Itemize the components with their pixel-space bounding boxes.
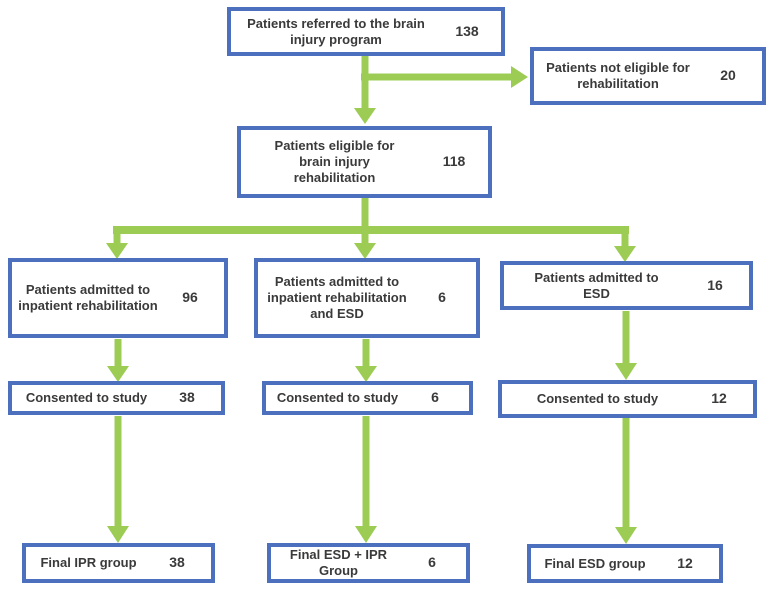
flow-node-label: Consented to study bbox=[276, 390, 399, 406]
arrow-split-to-admitted-ipr-esd bbox=[354, 229, 376, 259]
arrow-consented-esd-to-final bbox=[615, 418, 637, 544]
flow-node-count: 20 bbox=[720, 67, 736, 84]
flow-node-label: Patients referred to the brain injury pr… bbox=[247, 15, 425, 47]
arrow-consented-ipr-esd-to-final bbox=[355, 416, 377, 543]
flow-node-label: Consented to study bbox=[536, 391, 659, 407]
flow-node-label: Final ESD + IPR Group bbox=[289, 547, 388, 578]
flow-node-count: 6 bbox=[428, 554, 436, 571]
flow-node-count: 6 bbox=[431, 389, 439, 406]
flow-node-final-esd-ipr: Final ESD + IPR Group 6 bbox=[267, 543, 470, 583]
flow-node-label: Patients eligible for brain injury rehab… bbox=[274, 138, 395, 185]
flow-node-admitted-ipr: Patients admitted to inpatient rehabilit… bbox=[8, 258, 228, 338]
flow-node-admitted-ipr-esd: Patients admitted to inpatient rehabilit… bbox=[254, 258, 480, 338]
flow-node-admitted-esd: Patients admitted to ESD 16 bbox=[500, 261, 753, 310]
flow-node-label: Patients admitted to ESD bbox=[534, 269, 659, 301]
flow-node-count: 38 bbox=[169, 554, 185, 571]
flow-node-final-esd: Final ESD group 12 bbox=[527, 544, 723, 583]
flow-node-count: 96 bbox=[182, 289, 198, 306]
flow-node-consented-ipr: Consented to study 38 bbox=[8, 381, 225, 415]
arrow-split-to-admitted-esd bbox=[614, 229, 636, 262]
flow-node-label: Patients not eligible for rehabilitation bbox=[546, 60, 690, 91]
flow-node-count: 6 bbox=[438, 289, 446, 306]
flow-node-count: 138 bbox=[455, 22, 479, 39]
flow-node-count: 118 bbox=[442, 153, 466, 170]
flow-node-final-ipr: Final IPR group 38 bbox=[22, 543, 215, 583]
flow-node-consented-esd: Consented to study 12 bbox=[498, 380, 757, 418]
arrow-split-to-admitted-ipr bbox=[106, 229, 128, 259]
flow-node-count: 16 bbox=[707, 276, 723, 293]
flow-node-count: 12 bbox=[711, 390, 727, 407]
arrow-admitted-esd-to-consented bbox=[615, 311, 637, 380]
arrow-referred-to-not-eligible bbox=[361, 66, 528, 88]
arrow-admitted-ipr-to-consented bbox=[107, 339, 129, 382]
flow-node-label: Patients admitted to inpatient rehabilit… bbox=[18, 282, 158, 313]
arrow-referred-to-eligible bbox=[354, 56, 376, 124]
flow-node-consented-ipr-esd: Consented to study 6 bbox=[262, 381, 473, 415]
flow-node-eligible: Patients eligible for brain injury rehab… bbox=[237, 126, 492, 198]
flow-node-label: Consented to study bbox=[25, 390, 148, 406]
flow-node-not-eligible: Patients not eligible for rehabilitation… bbox=[530, 47, 766, 105]
flow-node-label: Patients admitted to inpatient rehabilit… bbox=[267, 274, 407, 321]
arrow-consented-ipr-to-final bbox=[107, 416, 129, 543]
flow-node-label: Final IPR group bbox=[40, 555, 137, 571]
flow-node-label: Final ESD group bbox=[544, 555, 646, 571]
flow-node-count: 12 bbox=[677, 554, 693, 571]
arrow-admitted-ipr-esd-to-consented bbox=[355, 339, 377, 382]
flow-node-referred: Patients referred to the brain injury pr… bbox=[227, 7, 505, 56]
flow-node-count: 38 bbox=[179, 389, 195, 406]
